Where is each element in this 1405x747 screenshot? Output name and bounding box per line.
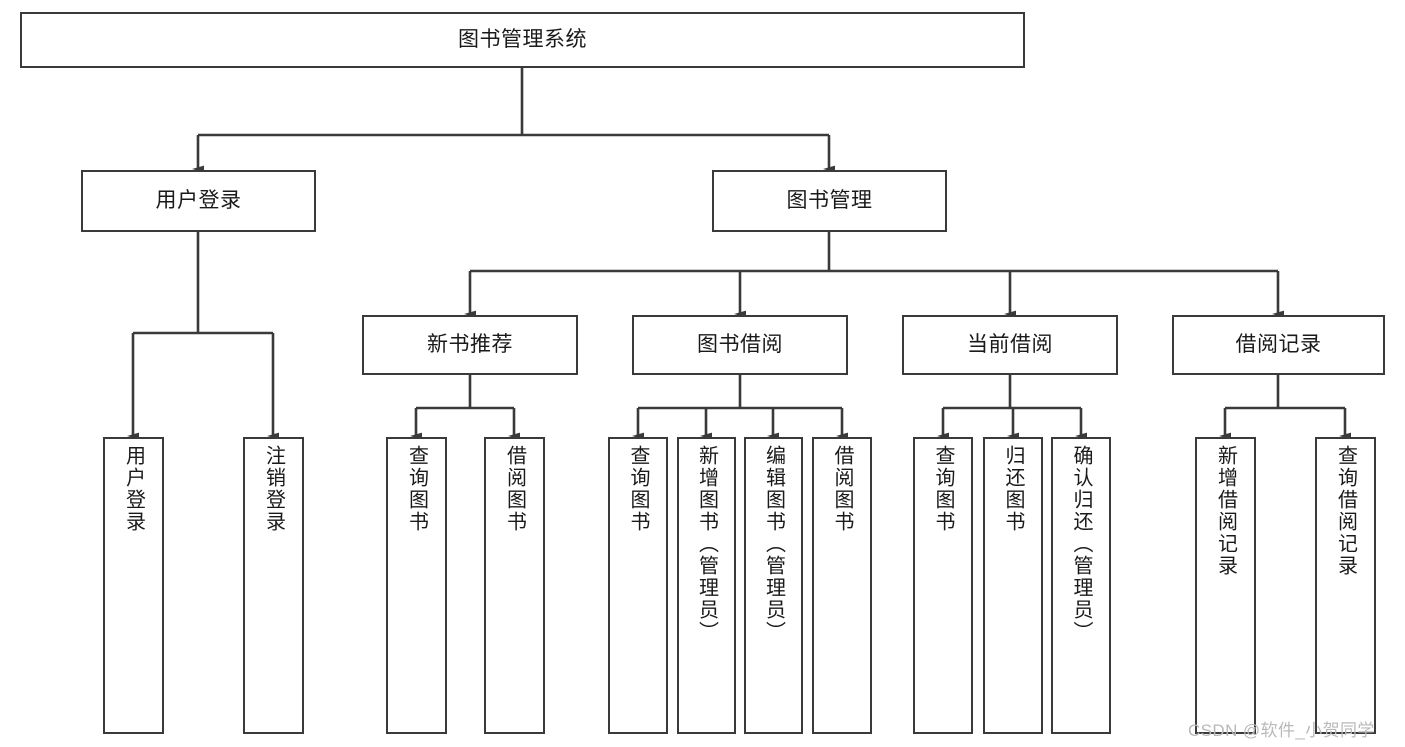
node-label: 查询图书 (932, 445, 954, 533)
node-leaf-borrow-book-1[interactable]: 借阅图书 (484, 437, 545, 734)
node-label: 借阅图书 (831, 445, 853, 533)
node-label: 借阅记录 (1235, 332, 1322, 356)
node-leaf-edit-book[interactable]: 编辑图书（管理员） (744, 437, 803, 734)
node-borrow-record[interactable]: 借阅记录 (1172, 315, 1385, 375)
node-label: 新增图书（管理员） (695, 445, 718, 643)
node-leaf-query-book-1[interactable]: 查询图书 (386, 437, 447, 734)
node-label: 编辑图书（管理员） (762, 445, 785, 643)
node-label: 查询借阅记录 (1334, 445, 1357, 577)
node-current-borrow[interactable]: 当前借阅 (902, 315, 1118, 375)
node-label: 当前借阅 (967, 332, 1053, 356)
node-label: 图书管理系统 (458, 27, 587, 51)
node-leaf-query-book-3[interactable]: 查询图书 (913, 437, 973, 734)
node-label: 图书借阅 (697, 332, 783, 356)
node-label: 归还图书 (1002, 445, 1024, 533)
node-label: 查询图书 (405, 445, 428, 533)
node-leaf-confirm-return[interactable]: 确认归还（管理员） (1051, 437, 1111, 734)
node-leaf-borrow-book-2[interactable]: 借阅图书 (812, 437, 872, 734)
node-user-login[interactable]: 用户登录 (81, 170, 316, 232)
node-leaf-add-book[interactable]: 新增图书（管理员） (677, 437, 736, 734)
node-label: 图书管理 (786, 188, 873, 212)
connector-lines (127, 68, 1351, 440)
node-book-borrow[interactable]: 图书借阅 (632, 315, 848, 375)
node-leaf-user-logout[interactable]: 注销登录 (243, 437, 304, 734)
node-leaf-return-book[interactable]: 归还图书 (983, 437, 1043, 734)
node-label: 确认归还（管理员） (1070, 445, 1092, 643)
node-root[interactable]: 图书管理系统 (20, 12, 1025, 68)
node-leaf-add-record[interactable]: 新增借阅记录 (1195, 437, 1256, 734)
node-label: 查询图书 (627, 445, 649, 533)
node-label: 注销登录 (262, 445, 285, 533)
node-label: 新增借阅记录 (1214, 445, 1237, 577)
node-leaf-user-login[interactable]: 用户登录 (103, 437, 164, 734)
node-label: 用户登录 (155, 188, 242, 212)
node-new-book-rec[interactable]: 新书推荐 (362, 315, 578, 375)
node-label: 借阅图书 (503, 445, 526, 533)
node-leaf-query-book-2[interactable]: 查询图书 (608, 437, 668, 734)
node-label: 新书推荐 (427, 332, 513, 356)
node-book-manage[interactable]: 图书管理 (712, 170, 947, 232)
node-leaf-query-record[interactable]: 查询借阅记录 (1315, 437, 1376, 734)
node-label: 用户登录 (122, 445, 145, 533)
